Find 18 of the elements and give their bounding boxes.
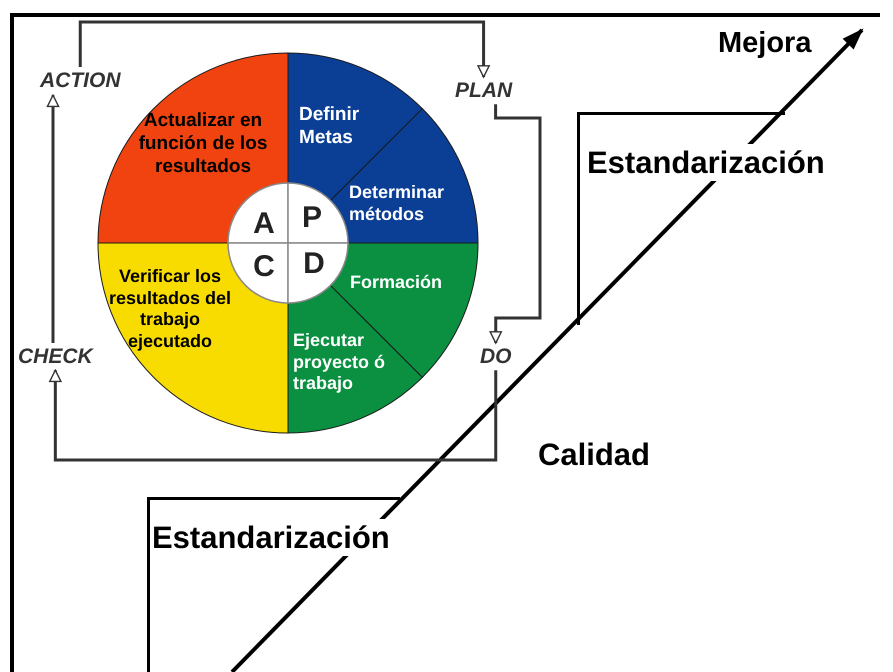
diagram-label: Calidad <box>538 436 650 474</box>
cycle-arrow <box>489 104 542 344</box>
step-text: Formación <box>350 272 470 294</box>
diagram-label: Mejora <box>718 26 812 61</box>
cycle-arrow <box>49 370 498 462</box>
wedge-label: Estandarización <box>152 519 390 556</box>
cycle-arrow <box>78 20 490 78</box>
phase-label: PLAN <box>455 78 512 104</box>
phase-label: DO <box>480 344 512 370</box>
phase-label: ACTION <box>40 68 120 94</box>
wedge-label: Estandarización <box>587 144 825 182</box>
phase-label: CHECK <box>18 344 93 370</box>
step-text: Actualizar en función de los resultados <box>138 110 268 178</box>
step-text: Determinar métodos <box>349 182 474 226</box>
cycle-arrow <box>46 94 60 343</box>
step-text: Ejecutar proyecto ó trabajo <box>293 330 403 395</box>
step-text: Verificar los resultados del trabajo ejecutado <box>106 266 234 352</box>
step-text: Definir Metas <box>299 104 389 150</box>
